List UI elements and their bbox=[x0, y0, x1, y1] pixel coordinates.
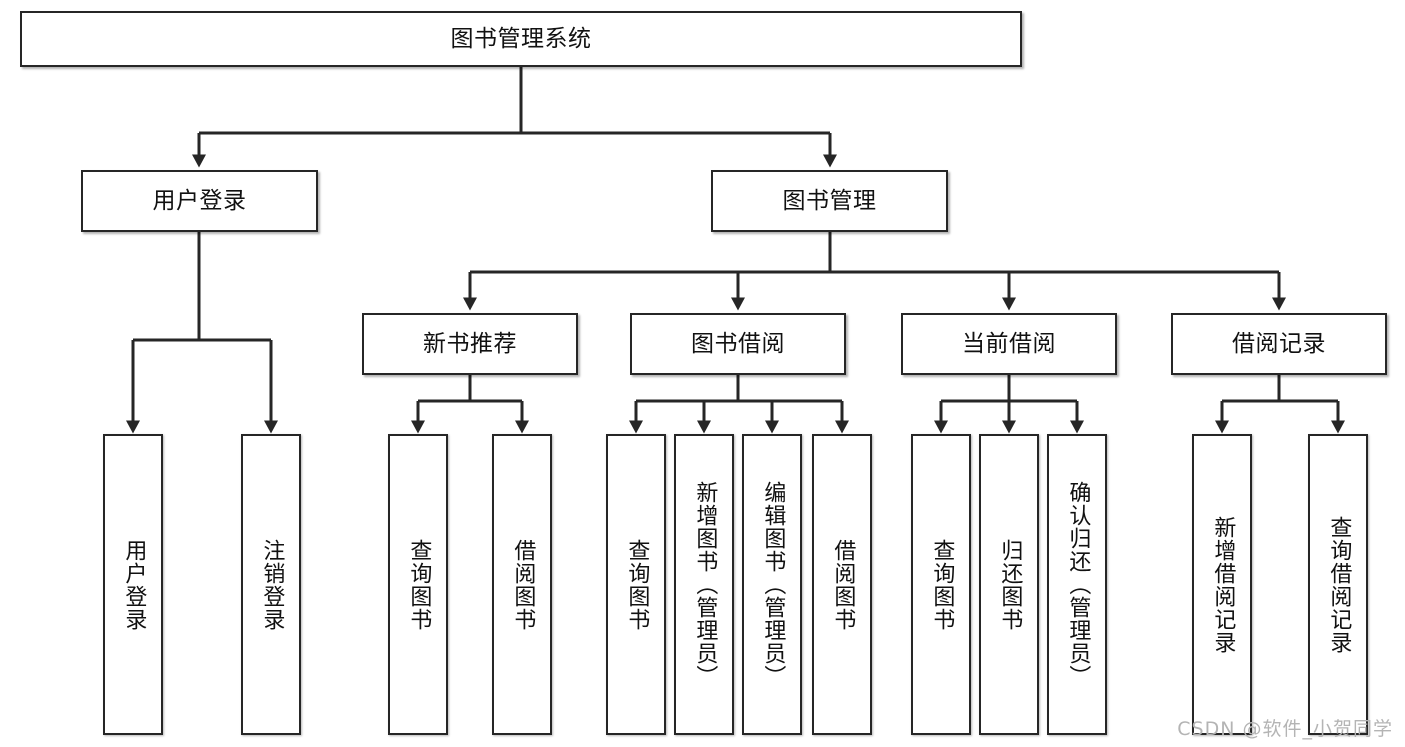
node-label: 借阅图书 bbox=[830, 538, 856, 631]
node-label: 查询借阅记录 bbox=[1326, 515, 1352, 654]
node-label: 图书管理 bbox=[782, 187, 877, 214]
leaf-logout-login[interactable]: 注销登录 bbox=[241, 434, 301, 735]
node-label: 新书推荐 bbox=[423, 330, 517, 357]
node-label: 新增图书（管理员） bbox=[692, 481, 718, 688]
leaf-return-book[interactable]: 归还图书 bbox=[979, 434, 1039, 735]
node-label: 用户登录 bbox=[152, 187, 247, 214]
leaf-query-book-1[interactable]: 查询图书 bbox=[388, 434, 448, 735]
node-label: 查询图书 bbox=[624, 538, 650, 631]
node-label: 用户登录 bbox=[121, 538, 147, 631]
node-book-borrow[interactable]: 图书借阅 bbox=[630, 313, 846, 375]
leaf-user-login[interactable]: 用户登录 bbox=[103, 434, 163, 735]
node-current-borrow[interactable]: 当前借阅 bbox=[901, 313, 1117, 375]
node-label: 借阅图书 bbox=[510, 538, 536, 631]
node-root-system[interactable]: 图书管理系统 bbox=[20, 11, 1022, 67]
leaf-confirm-return[interactable]: 确认归还（管理员） bbox=[1047, 434, 1107, 735]
node-borrow-record[interactable]: 借阅记录 bbox=[1171, 313, 1387, 375]
node-user-login[interactable]: 用户登录 bbox=[81, 170, 318, 232]
node-label: 图书管理系统 bbox=[450, 25, 592, 52]
leaf-borrow-book-1[interactable]: 借阅图书 bbox=[492, 434, 552, 735]
node-label: 查询图书 bbox=[929, 538, 955, 631]
node-book-manage[interactable]: 图书管理 bbox=[711, 170, 948, 232]
leaf-edit-book[interactable]: 编辑图书（管理员） bbox=[742, 434, 802, 735]
leaf-query-record[interactable]: 查询借阅记录 bbox=[1308, 434, 1368, 735]
node-label: 归还图书 bbox=[997, 538, 1023, 631]
node-label: 借阅记录 bbox=[1232, 330, 1326, 357]
leaf-query-book-2[interactable]: 查询图书 bbox=[606, 434, 666, 735]
node-label: 图书借阅 bbox=[691, 330, 785, 357]
node-label: 注销登录 bbox=[259, 538, 285, 631]
leaf-add-record[interactable]: 新增借阅记录 bbox=[1192, 434, 1252, 735]
node-label: 编辑图书（管理员） bbox=[760, 481, 786, 688]
leaf-query-book-3[interactable]: 查询图书 bbox=[911, 434, 971, 735]
node-label: 确认归还（管理员） bbox=[1065, 481, 1091, 688]
node-label: 当前借阅 bbox=[962, 330, 1056, 357]
node-new-book-recommend[interactable]: 新书推荐 bbox=[362, 313, 578, 375]
leaf-add-book[interactable]: 新增图书（管理员） bbox=[674, 434, 734, 735]
csdn-watermark: CSDN @软件_小贺同学 bbox=[1177, 718, 1393, 740]
node-label: 查询图书 bbox=[406, 538, 432, 631]
leaf-borrow-book-2[interactable]: 借阅图书 bbox=[812, 434, 872, 735]
node-label: 新增借阅记录 bbox=[1210, 515, 1236, 654]
